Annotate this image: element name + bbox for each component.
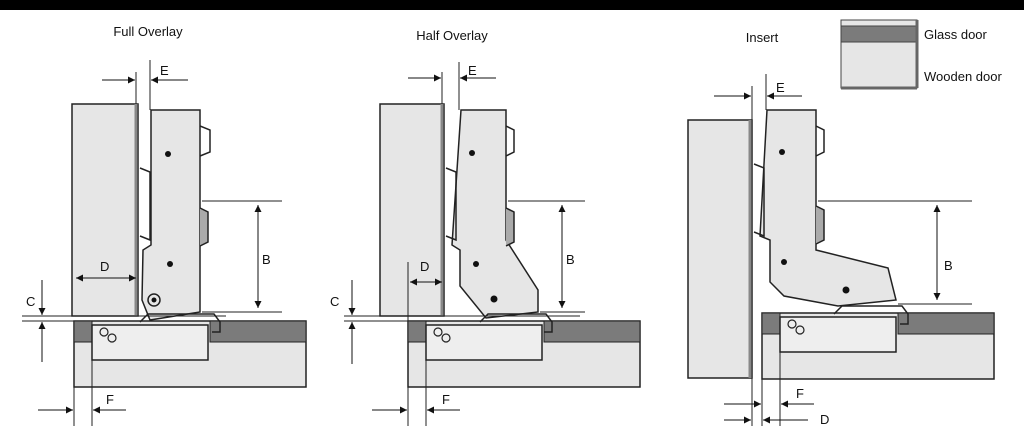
dim-label-f: F [796, 386, 804, 401]
cabinet-side [379, 103, 445, 317]
dim-label-f: F [106, 392, 114, 407]
legend-glass-door-label: Glass door [924, 27, 988, 42]
dim-label-b: B [944, 258, 953, 273]
hinge-arm [451, 109, 539, 319]
dim-label-d: D [820, 412, 829, 426]
title-insert: Insert [746, 30, 779, 45]
panel-full-overlay: E B D C F [22, 60, 307, 426]
dim-label-f: F [442, 392, 450, 407]
title-full-overlay: Full Overlay [113, 24, 183, 39]
hinge-arm [141, 109, 201, 321]
hinge-cup [425, 324, 543, 361]
dim-label-c: C [26, 294, 35, 309]
dim-label-e: E [776, 80, 785, 95]
hinge-cup [779, 316, 897, 353]
hinge-arm [759, 109, 897, 307]
top-black-band [0, 0, 1024, 10]
hinge-cup [91, 324, 209, 361]
cabinet-side [71, 103, 139, 317]
dim-label-e: E [160, 63, 169, 78]
dim-label-e: E [468, 63, 477, 78]
dim-label-b: B [566, 252, 575, 267]
legend: Glass door Wooden door [840, 19, 1002, 90]
dim-label-d: D [100, 259, 109, 274]
dim-label-c: C [330, 294, 339, 309]
legend-wooden-door-label: Wooden door [924, 69, 1002, 84]
title-half-overlay: Half Overlay [416, 28, 488, 43]
dim-label-d: D [420, 259, 429, 274]
dim-label-b: B [262, 252, 271, 267]
panel-half-overlay: E B D C F [330, 62, 641, 426]
legend-glass-swatch [840, 25, 918, 43]
panel-insert: E B F D [687, 74, 995, 426]
cabinet-side [687, 119, 753, 379]
